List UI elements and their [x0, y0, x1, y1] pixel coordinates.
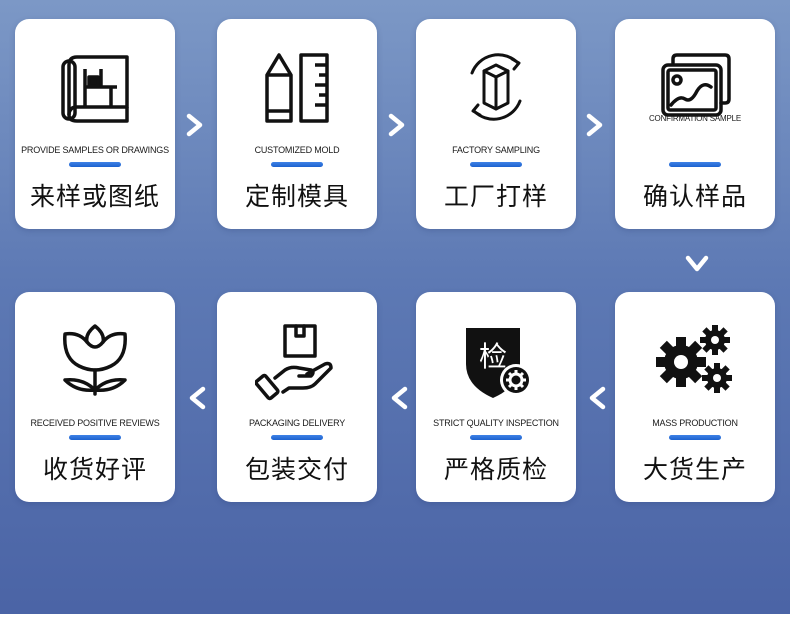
- step-card-confirmation-sample: CONFIRMATION SAMPLE 确认样品: [615, 19, 775, 229]
- step-english-label: PACKAGING DELIVERY: [248, 418, 346, 428]
- step-card-mass-production: MASS PRODUCTION 大货生产: [615, 292, 775, 502]
- shield-inspection-icon: 检: [416, 310, 576, 410]
- accent-bar: [669, 435, 721, 440]
- step-chinese-label: 工厂打样: [443, 182, 548, 211]
- step-chinese-label: 严格质检: [443, 455, 548, 484]
- bottom-divider: [0, 614, 790, 626]
- step-chinese-label: 定制模具: [244, 182, 349, 211]
- step-english-label: CONFIRMATION SAMPLE: [648, 114, 742, 123]
- step-chinese-label: 包装交付: [244, 455, 349, 484]
- chevron-down-icon: [684, 250, 710, 276]
- chevron-left-icon: [386, 385, 412, 411]
- step-english-label: STRICT QUALITY INSPECTION: [433, 418, 559, 428]
- step-chinese-label: 来样或图纸: [29, 182, 160, 211]
- accent-bar: [271, 435, 323, 440]
- step-english-label: PROVIDE SAMPLES OR DRAWINGS: [21, 145, 169, 155]
- chevron-left-icon: [184, 385, 210, 411]
- step-chinese-label: 收货好评: [42, 455, 147, 484]
- step-card-factory-sampling: FACTORY SAMPLING 工厂打样: [416, 19, 576, 229]
- hand-package-icon: [217, 310, 377, 410]
- accent-bar: [271, 162, 323, 167]
- blueprint-icon: [15, 37, 175, 137]
- gears-icon: [615, 310, 775, 410]
- accent-bar: [470, 435, 522, 440]
- step-card-provide-samples: PROVIDE SAMPLES OR DRAWINGS 来样或图纸: [15, 19, 175, 229]
- accent-bar: [470, 162, 522, 167]
- rotating-box-icon: [416, 37, 576, 137]
- chevron-left-icon: [584, 385, 610, 411]
- step-card-positive-reviews: RECEIVED POSITIVE REVIEWS 收货好评: [15, 292, 175, 502]
- chevron-right-icon: [182, 112, 208, 138]
- chevron-right-icon: [384, 112, 410, 138]
- step-english-label: CUSTOMIZED MOLD: [254, 145, 340, 155]
- step-english-label: FACTORY SAMPLING: [452, 145, 540, 155]
- shield-character: 检: [479, 340, 507, 373]
- flower-icon: [15, 310, 175, 410]
- accent-bar: [69, 435, 121, 440]
- step-chinese-label: 确认样品: [642, 182, 747, 211]
- pencil-ruler-icon: [217, 37, 377, 137]
- chevron-right-icon: [582, 112, 608, 138]
- step-english-label: RECEIVED POSITIVE REVIEWS: [30, 418, 160, 428]
- step-english-label: MASS PRODUCTION: [652, 418, 738, 428]
- image-gallery-icon: [615, 37, 775, 137]
- step-card-quality-inspection: 检 STRICT QUALITY INSPECTION 严格质检: [416, 292, 576, 502]
- accent-bar: [69, 162, 121, 167]
- step-chinese-label: 大货生产: [642, 455, 747, 484]
- step-card-packaging-delivery: PACKAGING DELIVERY 包装交付: [217, 292, 377, 502]
- step-card-customized-mold: CUSTOMIZED MOLD 定制模具: [217, 19, 377, 229]
- accent-bar: [669, 162, 721, 167]
